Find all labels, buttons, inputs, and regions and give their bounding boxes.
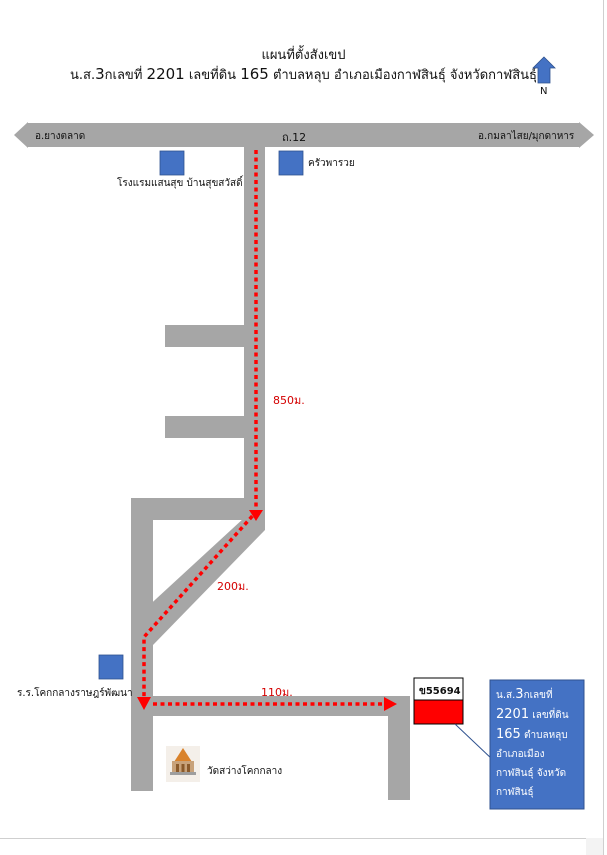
route-path bbox=[137, 150, 397, 711]
restaurant-marker bbox=[278, 150, 304, 176]
plot-road bbox=[388, 696, 410, 800]
temple-icon bbox=[166, 746, 200, 782]
route-arrow-down-icon bbox=[249, 510, 263, 521]
plot-parcel bbox=[413, 699, 464, 725]
callout-leader bbox=[454, 723, 494, 761]
distance-label-200: 200ม. bbox=[217, 580, 249, 593]
side-road-2 bbox=[165, 416, 246, 438]
page-edge bbox=[0, 838, 603, 839]
school-marker bbox=[98, 654, 124, 680]
main-road-12 bbox=[28, 123, 579, 147]
map-title: แผนที่ตั้งสังเขป bbox=[261, 48, 346, 63]
school-label: ร.ร.โคกกลางราษฎร์พัฒนา bbox=[17, 688, 133, 699]
plot-code: ข55694 bbox=[419, 686, 461, 697]
page-corner bbox=[586, 838, 603, 855]
north-label: N bbox=[540, 86, 548, 97]
route-arrow-right-icon bbox=[384, 697, 397, 711]
distance-label-850: 850ม. bbox=[273, 394, 305, 407]
distance-label-110: 110ม. bbox=[261, 686, 293, 699]
north-arrow-icon bbox=[532, 56, 556, 84]
east-destination-label: อ.กมลาไสย/มุกดาหาร bbox=[478, 131, 575, 142]
restaurant-label: ครัวพารวย bbox=[308, 158, 355, 169]
callout-box bbox=[489, 679, 585, 810]
west-destination-label: อ.ยางตลาด bbox=[35, 131, 86, 142]
page-edge bbox=[603, 0, 604, 855]
callout-text: น.ส.3กเลขที่ 2201 เลขที่ดิน 165 ตำบลหลุบ… bbox=[496, 687, 569, 798]
west-road bbox=[131, 498, 153, 791]
route-arrow-down-icon bbox=[137, 697, 151, 710]
connector-road bbox=[131, 498, 265, 520]
arrow-west-icon bbox=[14, 122, 28, 148]
hotel-label: โรงแรมแสนสุข บ้านสุขสวัสดิ์ bbox=[117, 178, 243, 189]
map-subtitle: น.ส.3กเลขที่ 2201 เลขที่ดิน 165 ตำบลหลุบ… bbox=[70, 65, 537, 83]
side-road-1 bbox=[165, 325, 246, 347]
hotel-marker bbox=[159, 150, 185, 176]
road-name-label: ถ.12 bbox=[282, 131, 307, 144]
arrow-east-icon bbox=[579, 122, 594, 148]
bottom-road bbox=[150, 696, 410, 716]
temple-label: วัดสว่างโคกกลาง bbox=[207, 766, 283, 777]
